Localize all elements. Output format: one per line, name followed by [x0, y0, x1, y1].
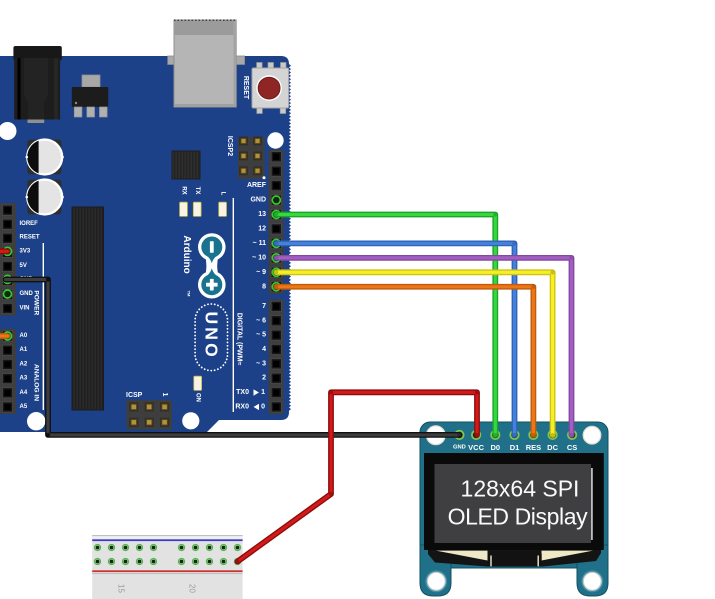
- svg-text:A2: A2: [20, 361, 28, 367]
- svg-text:3V3: 3V3: [20, 248, 31, 254]
- svg-text:RES: RES: [526, 443, 541, 452]
- svg-text:ANALOG IN: ANALOG IN: [33, 364, 40, 401]
- svg-text:L: L: [220, 192, 226, 196]
- svg-text:VIN: VIN: [20, 306, 30, 312]
- svg-text:~ 9: ~ 9: [256, 269, 266, 276]
- svg-text:12: 12: [258, 225, 266, 232]
- svg-text:TM: TM: [187, 291, 192, 297]
- svg-text:TX: TX: [194, 187, 200, 195]
- svg-text:20: 20: [188, 584, 197, 593]
- svg-text:1: 1: [161, 393, 168, 397]
- svg-text:A4: A4: [20, 390, 28, 396]
- svg-text:GND: GND: [20, 291, 34, 297]
- svg-text:7: 7: [262, 303, 266, 310]
- svg-text:RX0: RX0: [235, 403, 249, 410]
- svg-text:TX0: TX0: [236, 389, 249, 396]
- svg-text:128x64 SPI: 128x64 SPI: [461, 476, 580, 502]
- svg-text:1: 1: [261, 389, 265, 396]
- svg-text:D0: D0: [491, 443, 501, 452]
- svg-text:ON: ON: [195, 393, 201, 402]
- svg-text:D1: D1: [510, 443, 520, 452]
- svg-text:UNO: UNO: [201, 311, 221, 360]
- svg-text:15: 15: [117, 584, 126, 593]
- svg-text:A5: A5: [20, 404, 28, 410]
- svg-text:ICSP: ICSP: [126, 392, 143, 399]
- svg-text:2: 2: [262, 375, 266, 382]
- svg-text:IOREF: IOREF: [20, 221, 39, 227]
- svg-text:A3: A3: [20, 376, 28, 382]
- svg-text:DC: DC: [547, 443, 558, 452]
- svg-text:DIGITAL (PWM≈: DIGITAL (PWM≈: [235, 313, 242, 366]
- svg-text:0: 0: [261, 403, 265, 410]
- svg-text:CS: CS: [567, 443, 577, 452]
- svg-text:Arduino: Arduino: [181, 235, 192, 273]
- svg-text:VCC: VCC: [468, 443, 484, 452]
- svg-text:A1: A1: [20, 347, 28, 353]
- svg-text:~ 10: ~ 10: [252, 254, 266, 261]
- svg-text:~ 5: ~ 5: [256, 332, 266, 339]
- svg-text:RX: RX: [181, 186, 187, 194]
- svg-text:GND: GND: [250, 197, 266, 204]
- svg-text:ICSP2: ICSP2: [226, 136, 233, 156]
- svg-text:~ 3: ~ 3: [256, 360, 266, 367]
- svg-text:~ 6: ~ 6: [256, 317, 266, 324]
- svg-text:4: 4: [262, 346, 266, 353]
- svg-text:GND: GND: [453, 445, 466, 451]
- svg-text:OLED Display: OLED Display: [448, 504, 589, 530]
- svg-text:~ 11: ~ 11: [253, 240, 267, 247]
- svg-text:AREF: AREF: [247, 182, 267, 189]
- svg-text:8: 8: [262, 283, 266, 290]
- svg-text:5V: 5V: [20, 263, 27, 269]
- svg-text:POWER: POWER: [33, 290, 40, 315]
- svg-text:RESET: RESET: [20, 235, 40, 241]
- svg-text:A0: A0: [20, 333, 28, 339]
- svg-text:RESET: RESET: [242, 76, 249, 100]
- svg-text:13: 13: [258, 211, 266, 218]
